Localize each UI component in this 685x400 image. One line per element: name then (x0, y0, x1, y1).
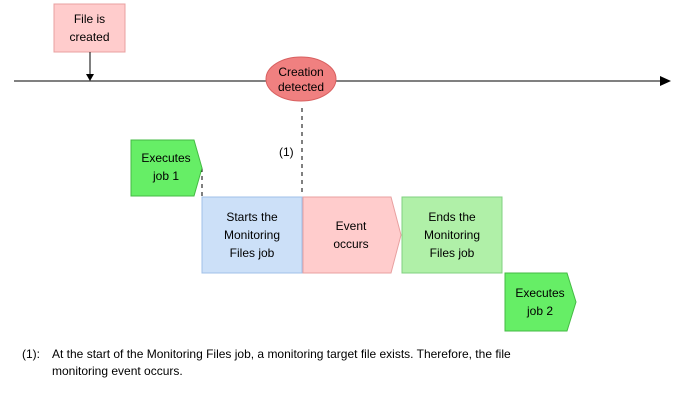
marker-1-label: (1) (279, 145, 294, 159)
event-occurs-label-line1: Event (336, 219, 367, 233)
file-created-label-line1: File is (74, 12, 105, 26)
creation-detected-label-line2: detected (278, 80, 324, 94)
file-created-arrowhead (86, 74, 94, 81)
starts-job-label-line2: Monitoring (224, 228, 280, 242)
executes-job-1-label-line1: Executes (141, 151, 190, 165)
executes-job-2-label-line1: Executes (515, 286, 564, 300)
event-occurs-label-line2: occurs (333, 237, 368, 251)
starts-job-box (201, 196, 303, 274)
executes-job-1-shape (130, 139, 203, 197)
footnote-line-1: At the start of the Monitoring Files job… (52, 347, 511, 361)
ends-job-label-line1: Ends the (428, 210, 476, 224)
ends-job-label-line2: Monitoring (424, 228, 480, 242)
starts-job-label-line3: Files job (230, 246, 275, 260)
event-occurs-shape (302, 196, 402, 274)
ends-job-box (401, 196, 503, 274)
creation-detected-node: Creation detected (265, 56, 337, 102)
starts-job-node: Starts the Monitoring Files job (201, 196, 303, 274)
event-occurs-node: Event occurs (302, 196, 402, 274)
executes-job-2-label-line2: job 2 (526, 304, 553, 318)
executes-job-1-node: Executes job 1 (130, 139, 203, 197)
executes-job-2-node: Executes job 2 (504, 272, 577, 332)
starts-job-label-line1: Starts the (226, 210, 278, 224)
file-created-label-line2: created (69, 30, 109, 44)
file-created-node: File is created (53, 3, 126, 53)
footnote-line-2: monitoring event occurs. (52, 364, 183, 378)
ends-job-label-line3: Files job (430, 246, 475, 260)
executes-job-2-shape (504, 272, 577, 332)
footnote-body: At the start of the Monitoring Files job… (52, 346, 652, 380)
ends-job-node: Ends the Monitoring Files job (401, 196, 503, 274)
executes-job-1-label-line2: job 1 (152, 169, 179, 183)
creation-detected-label-line1: Creation (278, 65, 323, 79)
timeline-arrowhead (660, 76, 671, 86)
creation-detected-ellipse (265, 56, 337, 102)
footnote-marker: (1): (22, 347, 40, 361)
